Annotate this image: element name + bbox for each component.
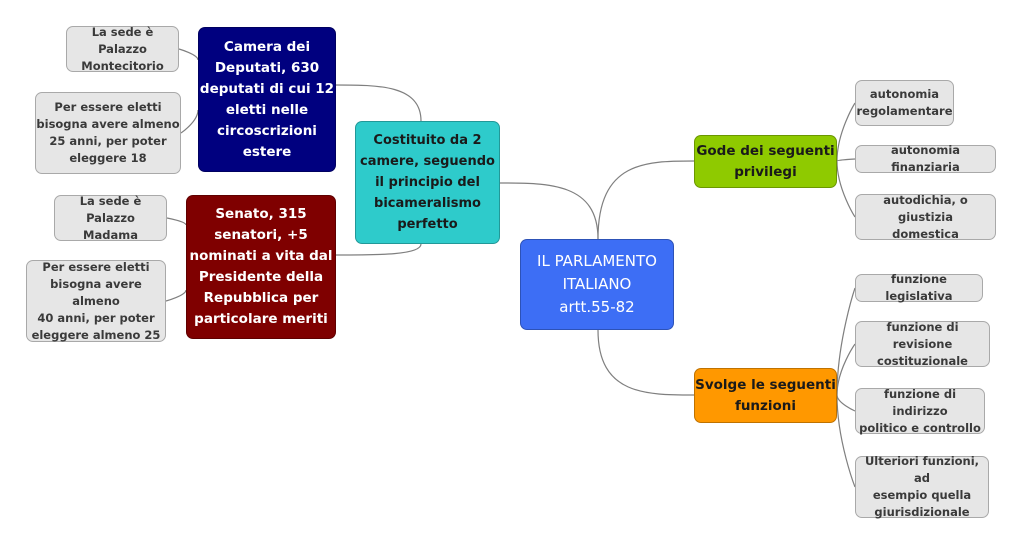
root-node-parlamento[interactable]: IL PARLAMENTO ITALIANO artt.55-82 bbox=[520, 239, 674, 330]
connector-line bbox=[836, 394, 856, 488]
leaf-funzione[interactable]: funzione legislativa bbox=[855, 272, 983, 303]
connector-line bbox=[178, 48, 199, 61]
connector-line bbox=[836, 102, 856, 162]
connector-line bbox=[836, 343, 856, 396]
connector-line bbox=[836, 394, 856, 412]
leaf-funzione[interactable]: funzione di indirizzo politico e control… bbox=[855, 387, 985, 435]
node-funzioni[interactable]: Svolge le seguenti funzioni bbox=[694, 368, 837, 423]
node-bicameralismo[interactable]: Costituito da 2 camere, seguendo il prin… bbox=[355, 121, 500, 244]
connector-line bbox=[335, 243, 422, 256]
leaf-privilegio[interactable]: autonomia finanziaria bbox=[855, 143, 996, 174]
node-privilegi[interactable]: Gode dei seguenti privilegi bbox=[694, 135, 837, 188]
connector-line bbox=[597, 329, 695, 396]
connector-line bbox=[335, 84, 422, 122]
node-camera-deputati[interactable]: Camera dei Deputati, 630 deputati di cui… bbox=[198, 27, 336, 172]
connector-line bbox=[597, 160, 695, 240]
leaf-camera-sede[interactable]: La sede è Palazzo Montecitorio bbox=[66, 25, 179, 73]
leaf-funzione[interactable]: funzione di revisione costituzionale bbox=[855, 320, 990, 368]
leaf-senato-requisiti[interactable]: Per essere eletti bisogna avere almeno 4… bbox=[26, 260, 166, 342]
leaf-funzione[interactable]: Ulteriori funzioni, ad esempio quella gi… bbox=[855, 454, 989, 519]
connector-line bbox=[180, 109, 199, 134]
leaf-privilegio[interactable]: autodichia, o giustizia domestica bbox=[855, 193, 996, 241]
leaf-camera-requisiti[interactable]: Per essere eletti bisogna avere almeno 2… bbox=[35, 92, 181, 174]
connector-line bbox=[836, 160, 856, 218]
node-senato[interactable]: Senato, 315 senatori, +5 nominati a vita… bbox=[186, 195, 336, 339]
connector-line bbox=[836, 287, 856, 396]
connector-line bbox=[836, 158, 856, 162]
connector-line bbox=[499, 182, 599, 240]
connector-line bbox=[166, 217, 187, 226]
leaf-privilegio[interactable]: autonomia regolamentare bbox=[855, 80, 954, 126]
connector-line bbox=[165, 289, 187, 302]
leaf-senato-sede[interactable]: La sede è Palazzo Madama bbox=[54, 194, 167, 242]
